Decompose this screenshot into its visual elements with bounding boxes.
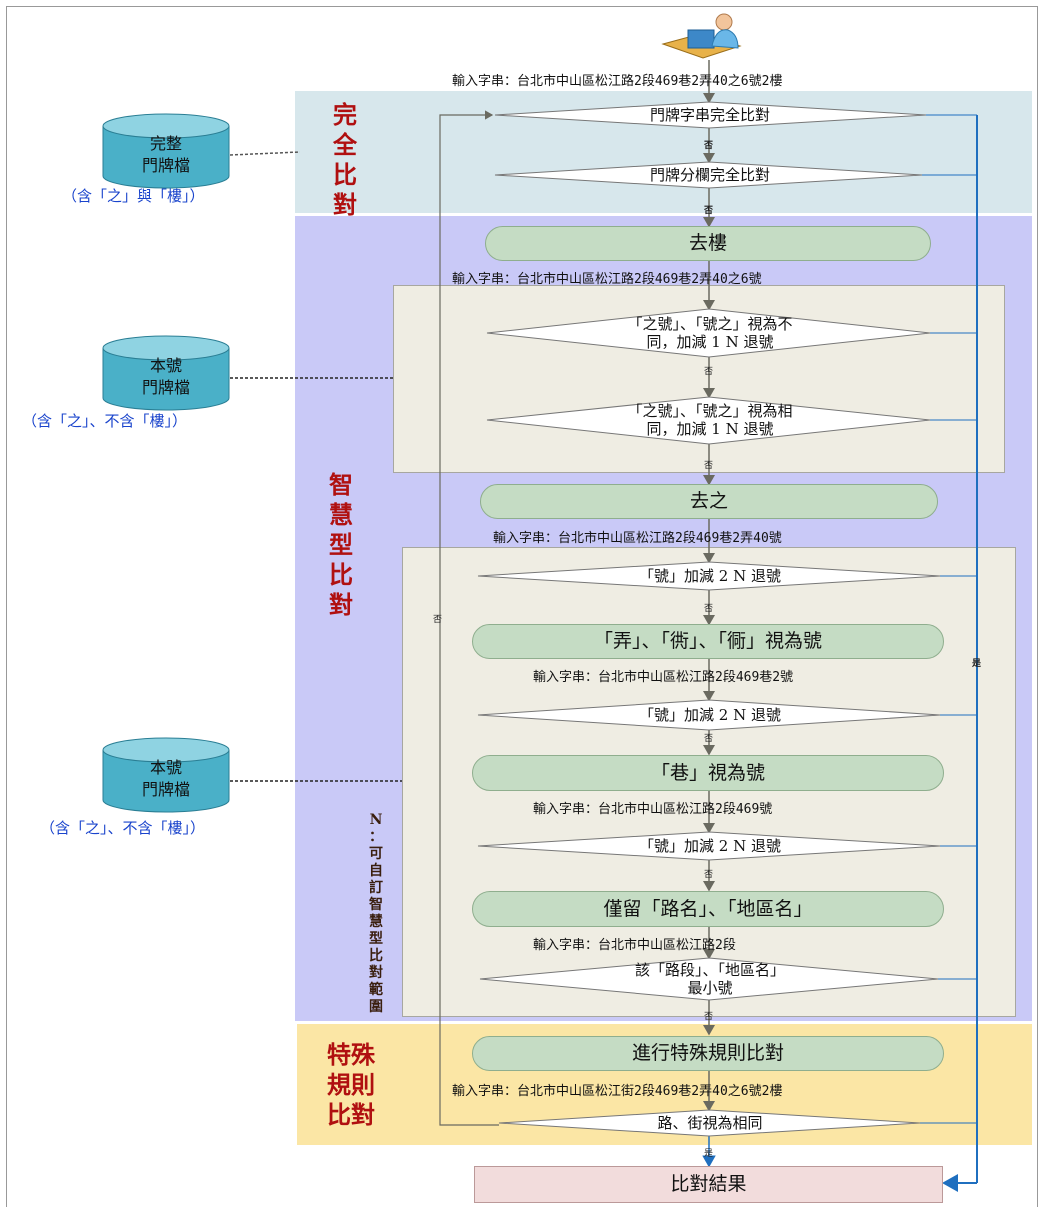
edge-label-no: 否	[704, 604, 714, 614]
database-2-caption: （含「之」、不含「樓」）	[22, 412, 188, 430]
sec-smart-char: 智	[329, 470, 353, 499]
input-string-5: 輸入字串：台北市中山區松江路2段469號	[533, 802, 773, 817]
diagram-frame	[6, 6, 1038, 1207]
decision-d7-label: 「號」加減 2 N 退號	[639, 837, 781, 855]
edge-label-no: 否	[704, 734, 714, 744]
process-remove-floor: 去樓	[485, 226, 931, 261]
decision-d8-label-line1: 該「路段」、「地區名」	[634, 961, 785, 979]
smart-range-note-char: ：	[369, 829, 383, 845]
decision-d3	[486, 308, 931, 358]
decision-d7	[477, 831, 941, 861]
smart-range-note-char: N	[369, 812, 383, 828]
sec-exact-char: 比	[333, 160, 357, 189]
edge-label-yes: 是	[704, 1149, 714, 1159]
smart-range-note-char: 型	[369, 931, 383, 947]
sec-special-char: 比對	[327, 1100, 375, 1129]
edge-label-no: 否	[704, 1012, 714, 1022]
database-3-label-bottom: 門牌檔	[141, 780, 190, 799]
edge-label-no: 否	[704, 141, 714, 151]
smart-range-note-char: 圍	[369, 999, 383, 1015]
edge-label-no-loop: 否	[433, 615, 443, 625]
database-1-label: 完整 門牌檔	[113, 133, 219, 177]
input-string-2: 輸入字串：台北市中山區松江路2段469巷2弄40之6號	[452, 272, 762, 287]
database-3-caption: （含「之」、不含「樓」）	[40, 819, 206, 837]
input-string-1: 輸入字串：台北市中山區松江路2段469巷2弄40之6號2樓	[452, 74, 783, 89]
database-1-label-top: 完整	[149, 134, 182, 153]
edge-label-no: 否	[704, 870, 714, 880]
database-2-label-bottom: 門牌檔	[141, 378, 190, 397]
smart-range-note-char: 智	[369, 897, 383, 913]
database-cylinder-icon	[102, 737, 230, 813]
smart-range-note-char: 對	[369, 965, 383, 981]
sec-smart-char: 型	[329, 530, 353, 559]
result-box: 比對結果	[474, 1166, 943, 1203]
edge-label-no: 否	[704, 206, 714, 216]
input-string-3: 輸入字串：台北市中山區松江路2段469巷2弄40號	[493, 531, 782, 546]
sec-smart-char: 對	[329, 590, 353, 619]
section-title-special: 特殊規則比對	[312, 1040, 390, 1130]
decision-d6-label: 「號」加減 2 N 退號	[639, 706, 781, 724]
process-remove-zhi: 去之	[480, 484, 938, 519]
database-1-caption: （含「之」與「樓」）	[62, 187, 205, 205]
sec-exact-char: 完	[333, 100, 357, 129]
input-string-4: 輸入字串：台北市中山區松江路2段469巷2號	[533, 670, 794, 685]
section-title-exact: 完全比對	[330, 100, 360, 220]
decision-d1	[494, 101, 927, 129]
database-cylinder-icon	[102, 113, 230, 189]
decision-d8-label-line2: 最小號	[687, 979, 733, 997]
smart-range-note-char: 訂	[369, 880, 383, 896]
database-2-label-top: 本號	[149, 356, 182, 375]
smart-range-note-char: 可	[369, 846, 383, 862]
decision-d4	[486, 396, 931, 445]
smart-range-note: N：可自訂智慧型比對範圍	[367, 812, 385, 1016]
sec-special-char: 規則	[327, 1070, 375, 1099]
sec-exact-char: 對	[333, 190, 357, 219]
sec-special-char: 特殊	[327, 1040, 375, 1069]
sec-exact-char: 全	[333, 130, 357, 159]
smart-range-note-char: 範	[369, 982, 383, 998]
decision-d9	[498, 1109, 921, 1137]
decision-d8	[479, 957, 939, 1001]
smart-range-note-char: 慧	[369, 914, 383, 930]
edge-label-no: 否	[704, 461, 714, 471]
database-3-label-top: 本號	[149, 758, 182, 777]
smart-range-note-char: 自	[369, 863, 383, 879]
database-1-label-bottom: 門牌檔	[141, 156, 190, 175]
decision-d3-label-line2: 同，加減 1 N 退號	[646, 333, 774, 351]
user-at-computer-icon	[661, 13, 742, 59]
input-string-7: 輸入字串：台北市中山區松江街2段469巷2弄40之6號2樓	[452, 1084, 783, 1099]
database-3-label: 本號 門牌檔	[113, 757, 219, 801]
decision-d5-label: 「號」加減 2 N 退號	[639, 567, 781, 585]
sec-smart-char: 慧	[329, 500, 353, 529]
decision-d9-label: 路、街視為相同	[657, 1114, 763, 1132]
edge-label-no: 否	[704, 367, 714, 377]
start-node	[663, 14, 743, 59]
process-lane-as-number: 「弄」、「衖」、「衕」視為號	[472, 624, 944, 659]
decision-d4-label-line1: 「之號」、「號之」視為相	[627, 402, 793, 420]
decision-d1-label: 門牌字串完全比對	[649, 106, 770, 124]
process-alley-as-number: 「巷」視為號	[472, 755, 944, 791]
decision-d2-label: 門牌分欄完全比對	[649, 166, 770, 184]
smart-range-note-char: 比	[369, 948, 383, 964]
process-special-rules: 進行特殊規則比對	[472, 1036, 944, 1071]
database-cylinder-icon	[102, 335, 230, 411]
decision-d4-label-line2: 同，加減 1 N 退號	[646, 420, 774, 438]
decision-d2	[494, 161, 923, 189]
section-title-smart: 智慧型比對	[326, 470, 356, 620]
decision-d6	[477, 699, 941, 731]
decision-d5	[477, 561, 941, 591]
decision-d3-label-line1: 「之號」、「號之」視為不	[627, 315, 793, 333]
sec-smart-char: 比	[329, 560, 353, 589]
process-keep-road-area: 僅留「路名」、「地區名」	[472, 891, 944, 927]
database-2-label: 本號 門牌檔	[113, 355, 219, 399]
input-string-6: 輸入字串：台北市中山區松江路2段	[533, 938, 736, 953]
edge-label-yes-main: 是	[972, 659, 982, 669]
